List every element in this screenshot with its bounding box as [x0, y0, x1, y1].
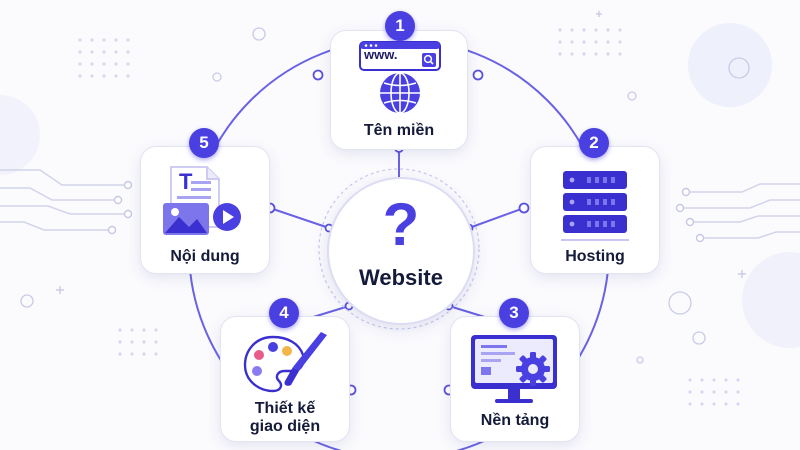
plus-decor — [56, 11, 746, 294]
hub-dashed-ring — [318, 168, 480, 330]
node-label-hosting: Hosting — [565, 248, 625, 265]
step-badge-3: 3 — [499, 298, 529, 328]
dot-grid-bottom-right — [688, 378, 740, 406]
blob-right — [742, 252, 800, 348]
node-thiet-ke-giao-dien[interactable]: Thiết kế giao diện — [220, 316, 350, 442]
question-mark-icon: ? — [382, 191, 420, 258]
node-ten-mien[interactable]: www. Tên miền — [330, 30, 468, 150]
dot-grid-bottom-left — [118, 328, 158, 356]
step-badge-4: 4 — [269, 298, 299, 328]
dot-grid-left — [78, 38, 130, 78]
node-label-thiet-ke-line2: giao diện — [249, 418, 321, 435]
text-type-icon: T — [179, 169, 193, 194]
search-field-text: www. — [364, 47, 398, 62]
step-badge-1: 1 — [385, 11, 415, 41]
monitor-gear-icon — [471, 335, 557, 403]
step-badge-5: 5 — [189, 128, 219, 158]
circuit-right — [680, 183, 800, 239]
circuit-left — [0, 169, 128, 231]
hub-title: Website — [359, 265, 443, 290]
globe-www-icon — [359, 41, 441, 114]
node-hosting[interactable]: Hosting — [530, 146, 660, 274]
node-noi-dung[interactable]: T Nội dung — [140, 146, 270, 274]
blob-left — [0, 95, 40, 175]
node-nen-tang[interactable]: Nền tảng — [450, 316, 580, 442]
server-icon — [561, 171, 629, 241]
circuit-left-nodes — [107, 180, 133, 235]
outline-rings — [20, 27, 750, 364]
dot-grid-right — [558, 28, 622, 56]
node-label-noi-dung: Nội dung — [170, 248, 240, 265]
document-media-icon — [163, 166, 241, 235]
website-hub: ? Website — [327, 177, 475, 325]
node-label-thiet-ke-line1: Thiết kế — [254, 400, 316, 417]
node-label-nen-tang: Nền tảng — [480, 412, 550, 429]
step-badge-2: 2 — [579, 128, 609, 158]
node-label-ten-mien: Tên miền — [363, 122, 435, 139]
circuit-right-nodes — [675, 187, 705, 243]
palette-brush-icon — [243, 332, 327, 393]
